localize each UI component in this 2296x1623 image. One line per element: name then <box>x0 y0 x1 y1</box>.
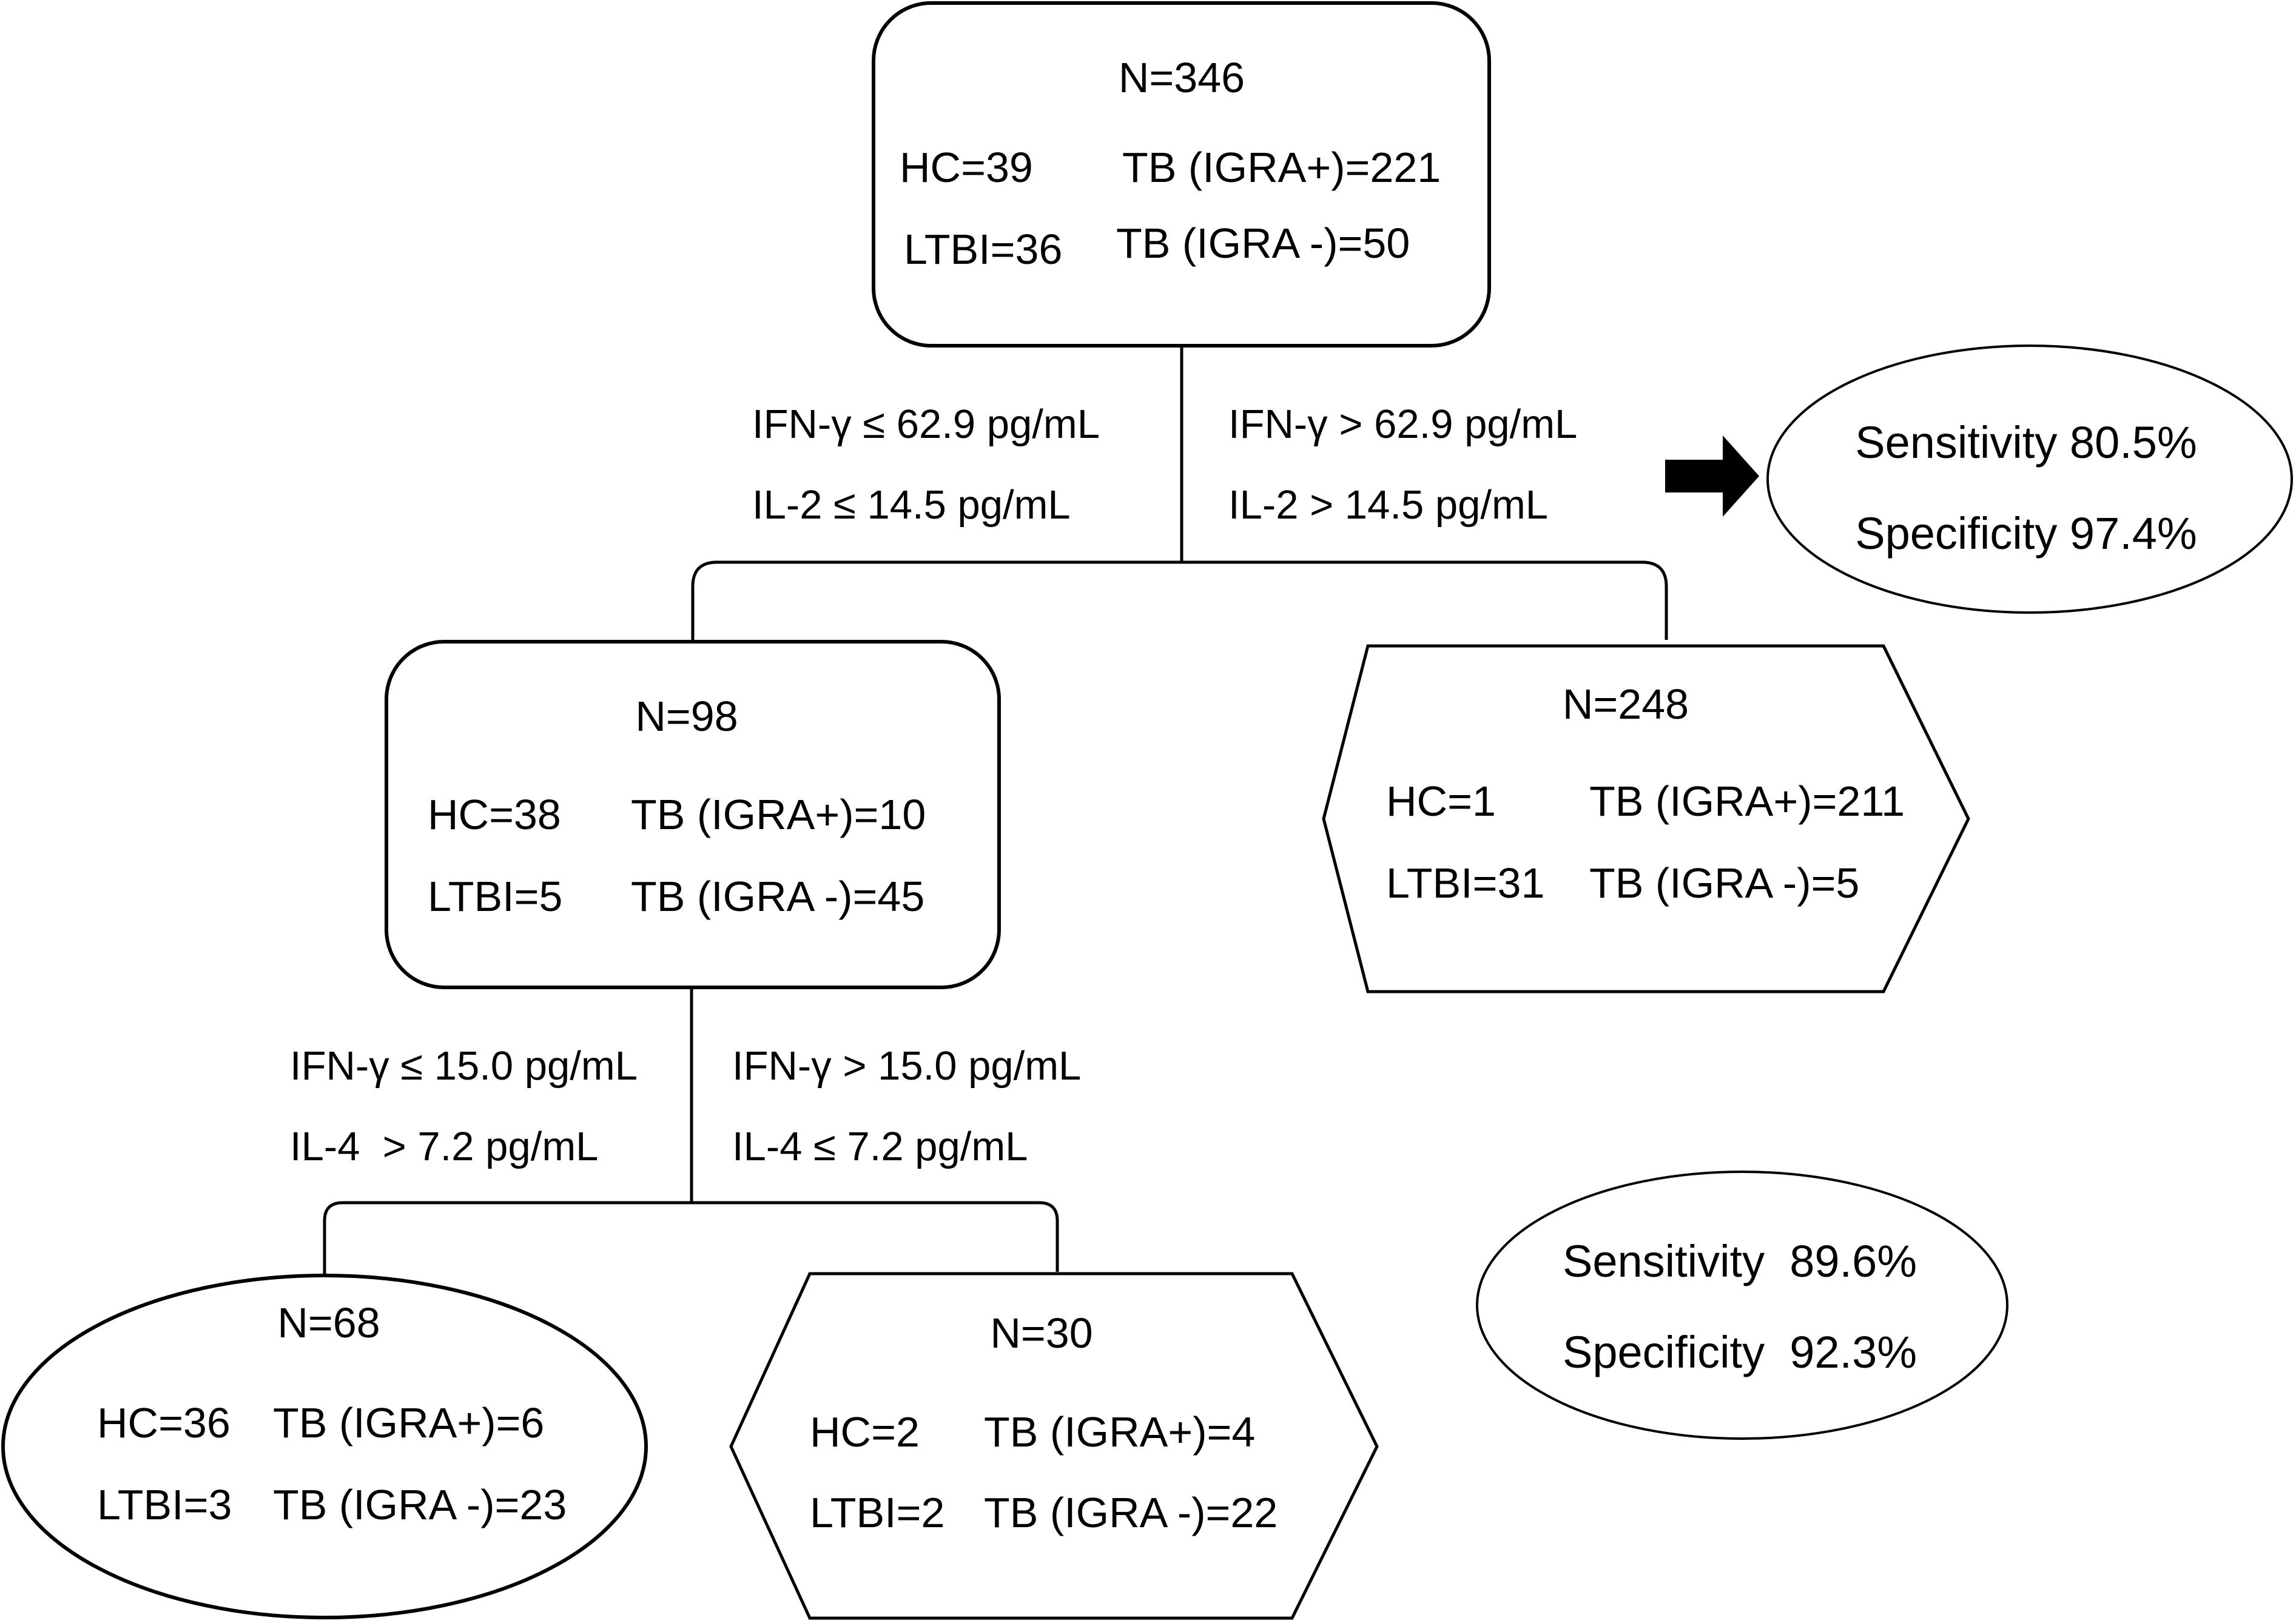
split1-bracket <box>691 560 1668 640</box>
left1-node-box <box>385 640 1001 989</box>
left1-node-tb-igra-neg: TB (IGRA -)=45 <box>631 873 924 920</box>
left1-node-ltbi: LTBI=5 <box>428 873 562 920</box>
split2-left-condition-il4: IL-4 > 7.2 pg/mL <box>290 1124 598 1169</box>
root-node-tb-igra-neg: TB (IGRA -)=50 <box>1116 220 1410 267</box>
split2-conditions: IFN-γ ≤ 15.0 pg/mL IL-4 > 7.2 pg/mL IFN-… <box>290 1043 1081 1169</box>
connector-lines <box>323 346 1668 1279</box>
split2-left-condition-ifn: IFN-γ ≤ 15.0 pg/mL <box>290 1043 638 1089</box>
right2-node-total: N=30 <box>990 1309 1092 1357</box>
left2-node-total: N=68 <box>277 1299 380 1346</box>
split1-right-condition-ifn: IFN-γ > 62.9 pg/mL <box>1228 402 1577 447</box>
split1-left-condition-il2: IL-2 ≤ 14.5 pg/mL <box>752 482 1071 528</box>
root-node-total: N=346 <box>1119 54 1245 101</box>
split2-right-condition-il4: IL-4 ≤ 7.2 pg/mL <box>732 1124 1028 1169</box>
right1-node-hc: HC=1 <box>1386 778 1496 825</box>
split2-right-condition-ifn: IFN-γ > 15.0 pg/mL <box>732 1043 1081 1089</box>
left1-node: N=98 HC=38 TB (IGRA+)=10 LTBI=5 TB (IGRA… <box>385 640 1001 989</box>
root-node-hc: HC=39 <box>900 144 1033 191</box>
split1-conditions: IFN-γ ≤ 62.9 pg/mL IL-2 ≤ 14.5 pg/mL IFN… <box>752 402 1577 528</box>
left2-node-ltbi: LTBI=3 <box>97 1481 232 1528</box>
left1-node-total: N=98 <box>635 693 738 740</box>
split2-bracket <box>323 1201 1059 1279</box>
final-metrics: Sensitivity 89.6% Specificity 92.3% <box>1476 1171 2008 1440</box>
right1-node-tb-igra-pos: TB (IGRA+)=211 <box>1589 778 1905 825</box>
right2-node-tb-igra-neg: TB (IGRA -)=22 <box>984 1489 1278 1536</box>
right2-node-ltbi: LTBI=2 <box>810 1489 944 1536</box>
left1-node-tb-igra-pos: TB (IGRA+)=10 <box>631 791 926 838</box>
right2-node-hexagon <box>729 1272 1379 1620</box>
first-sensitivity: Sensitivity 80.5% <box>1855 417 2197 468</box>
split1-right-condition-il2: IL-2 > 14.5 pg/mL <box>1228 482 1548 528</box>
right-arrow-icon <box>1665 435 1759 517</box>
root-node-ltbi: LTBI=36 <box>904 226 1062 273</box>
first-metrics-ellipse <box>1766 344 2293 614</box>
split1-left-condition-ifn: IFN-γ ≤ 62.9 pg/mL <box>752 402 1100 447</box>
first-specificity: Specificity 97.4% <box>1855 508 2197 559</box>
final-metrics-ellipse <box>1476 1171 2008 1440</box>
left1-node-hc: HC=38 <box>428 791 561 838</box>
left2-node-ellipse <box>1 1274 648 1619</box>
final-sensitivity: Sensitivity 89.6% <box>1563 1236 1917 1286</box>
right1-node-total: N=248 <box>1563 680 1689 728</box>
left2-node-tb-igra-neg: TB (IGRA -)=23 <box>273 1481 567 1528</box>
root-node-tb-igra-pos: TB (IGRA+)=221 <box>1122 144 1441 191</box>
root-node-box <box>872 1 1491 348</box>
right2-node-tb-igra-pos: TB (IGRA+)=4 <box>984 1408 1255 1456</box>
left2-node: N=68 HC=36 TB (IGRA+)=6 LTBI=3 TB (IGRA … <box>1 1274 648 1619</box>
left2-node-tb-igra-pos: TB (IGRA+)=6 <box>273 1399 544 1447</box>
right1-node-ltbi: LTBI=31 <box>1386 859 1544 907</box>
right2-node: N=30 HC=2 TB (IGRA+)=4 LTBI=2 TB (IGRA -… <box>729 1272 1379 1620</box>
right1-node-tb-igra-neg: TB (IGRA -)=5 <box>1589 859 1859 907</box>
right1-node: N=248 HC=1 TB (IGRA+)=211 LTBI=31 TB (IG… <box>1322 644 1970 993</box>
left2-node-hc: HC=36 <box>97 1399 231 1447</box>
final-specificity: Specificity 92.3% <box>1563 1327 1917 1377</box>
root-node: N=346 HC=39 TB (IGRA+)=221 LTBI=36 TB (I… <box>872 1 1491 348</box>
right1-node-hexagon <box>1322 644 1970 993</box>
right2-node-hc: HC=2 <box>810 1408 920 1456</box>
first-metrics: Sensitivity 80.5% Specificity 97.4% <box>1766 344 2293 614</box>
